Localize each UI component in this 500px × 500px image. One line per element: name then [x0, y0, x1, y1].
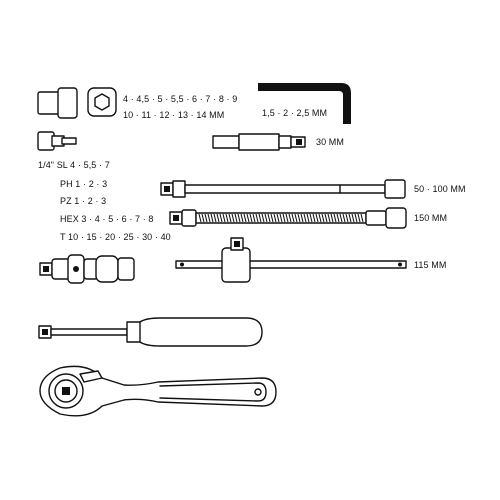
flexible-extension-icon [169, 207, 407, 229]
bit-adapter-30mm-icon [212, 133, 306, 151]
bit-adapter-length-label: 30 MM [316, 137, 345, 147]
hex-key-icon [258, 83, 351, 124]
hex-key-sizes-label: 1,5 · 2 · 2,5 MM [262, 108, 328, 118]
screwdriver-handle-icon [38, 317, 263, 347]
socket-top-icon [87, 87, 117, 117]
slotted-bits-label: 1/4" SL 4 · 5,5 · 7 [38, 160, 110, 170]
t-bar-length-label: 115 MM [414, 260, 447, 270]
hex-bits-label: HEX 3 · 4 · 5 · 6 · 7 · 8 [60, 214, 154, 224]
extension-bar-icon [160, 179, 406, 199]
socket-sizes-line1: 4 · 4,5 · 5 · 5,5 · 6 · 7 · 8 · 9 [123, 94, 238, 104]
flex-extension-length-label: 150 MM [414, 213, 448, 223]
socket-side-icon [37, 87, 78, 119]
universal-joint-icon [39, 254, 135, 284]
torx-bits-label: T 10 · 15 · 20 · 25 · 30 · 40 [60, 232, 171, 242]
pozidriv-bits-label: PZ 1 · 2 · 3 [60, 196, 107, 206]
phillips-bits-label: PH 1 · 2 · 3 [60, 179, 108, 189]
socket-sizes-line2: 10 · 11 · 12 · 13 · 14 MM [123, 110, 225, 120]
t-bar-icon [175, 237, 407, 283]
ratchet-icon [39, 365, 277, 417]
extension-lengths-label: 50 · 100 MM [414, 184, 466, 194]
bit-holder-icon [37, 131, 77, 151]
